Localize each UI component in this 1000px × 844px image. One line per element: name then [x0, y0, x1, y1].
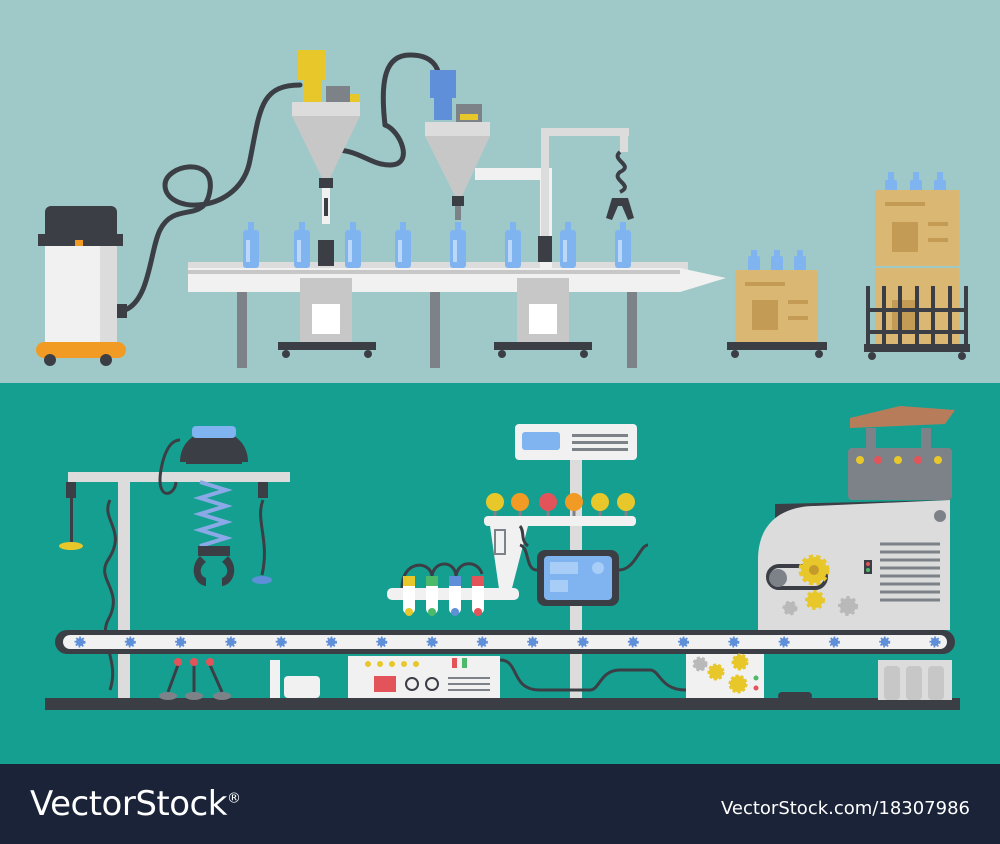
bottle — [450, 222, 466, 268]
test-tubes — [387, 562, 519, 616]
belt-rollers — [74, 636, 941, 648]
vacuum-tank — [36, 206, 127, 366]
belt-roller — [929, 636, 941, 648]
belt-roller — [275, 636, 287, 648]
watermark-brand: VectorStock — [30, 784, 227, 824]
lamp — [539, 493, 557, 511]
watermark-url: VectorStock.com/18307986 — [720, 798, 970, 819]
belt-roller — [879, 636, 891, 648]
gear-icon — [838, 596, 858, 616]
belt-roller — [124, 636, 136, 648]
gear-icon — [782, 600, 798, 616]
router-box — [284, 676, 320, 698]
crate-stack — [864, 172, 970, 360]
bottling-line — [36, 50, 970, 368]
belt-roller — [325, 636, 337, 648]
gear-box — [686, 653, 764, 698]
watermark-logo: VectorStock® — [30, 784, 241, 824]
lamp — [565, 493, 583, 511]
signal-lamps — [484, 493, 636, 596]
lamp — [591, 493, 609, 511]
belt-roller — [175, 636, 187, 648]
bottle — [294, 222, 310, 268]
factory-illustration — [0, 0, 1000, 764]
lamp — [617, 493, 635, 511]
belt-roller — [778, 636, 790, 648]
bottle — [560, 222, 576, 268]
belt-roller — [426, 636, 438, 648]
belt-roller — [728, 636, 740, 648]
main-conveyor — [55, 630, 955, 654]
press-machine — [758, 406, 955, 700]
gear-icon — [707, 663, 725, 681]
bottle — [395, 222, 411, 268]
watermark-brand-mark: ® — [226, 790, 241, 807]
belt-roller — [828, 636, 840, 648]
crate-cart — [727, 250, 827, 358]
control-console — [348, 656, 500, 698]
lamp — [486, 493, 504, 511]
belt-roller — [627, 636, 639, 648]
lever-panel — [159, 658, 231, 700]
belt-roller — [476, 636, 488, 648]
bottle — [615, 222, 631, 268]
lamp — [511, 493, 529, 511]
belt-roller — [225, 636, 237, 648]
filler-machine-2 — [425, 70, 634, 358]
belt-roller — [577, 636, 589, 648]
watermark-bar — [0, 764, 1000, 844]
floor-bar — [45, 698, 960, 710]
filler-machine-1 — [278, 50, 376, 358]
top-background — [0, 0, 1000, 383]
cables — [499, 658, 687, 692]
gear-icon — [728, 674, 748, 694]
switch-box — [270, 660, 280, 698]
bottle — [243, 222, 259, 268]
bottle — [345, 222, 361, 268]
gear-icon — [805, 590, 825, 610]
belt-roller — [376, 636, 388, 648]
gear-icon — [692, 656, 708, 672]
belt-roller — [527, 636, 539, 648]
monitor — [519, 543, 649, 606]
belt-roller — [74, 636, 86, 648]
bottles-on-belt — [243, 222, 631, 268]
assembly-line — [45, 406, 960, 710]
belt-roller — [678, 636, 690, 648]
gear-icon — [731, 653, 749, 671]
bottle — [505, 222, 521, 268]
